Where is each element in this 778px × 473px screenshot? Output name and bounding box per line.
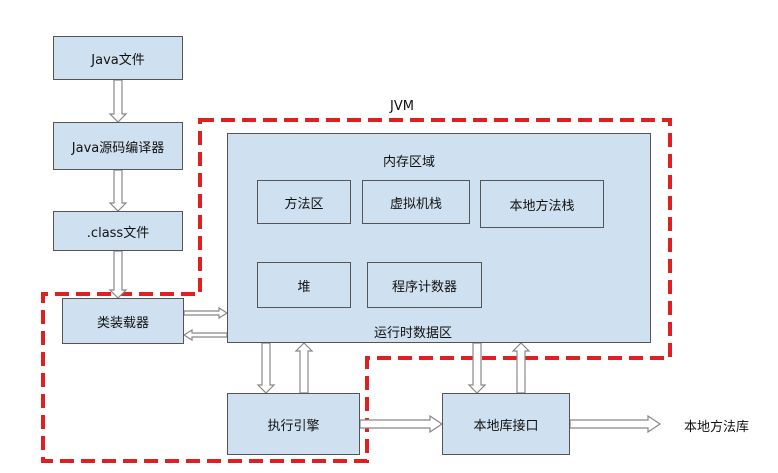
arrow-runtime-to-loader — [182, 328, 228, 342]
native-interface-box: 本地库接口 — [442, 393, 570, 455]
arrow-compiler-to-class — [108, 169, 128, 212]
runtime-data-area-label: 运行时数据区 — [374, 326, 453, 341]
class-loader-box: 类装载器 — [62, 298, 184, 344]
jvm-boundary — [41, 118, 672, 463]
arrow-native-interface-to-runtime — [511, 342, 531, 394]
method-area-box: 方法区 — [257, 180, 351, 224]
java-compiler-box: Java源码编译器 — [53, 122, 183, 170]
arrow-engine-to-native-interface — [359, 414, 444, 434]
arrow-class-to-loader — [108, 250, 128, 299]
runtime-data-area-box — [227, 133, 651, 343]
arrow-java-to-compiler — [108, 79, 128, 123]
native-library-label: 本地方法库 — [684, 420, 750, 435]
arrow-loader-to-runtime — [183, 306, 229, 320]
arrow-runtime-to-engine — [256, 342, 276, 394]
arrow-runtime-to-native-interface — [467, 342, 487, 394]
native-method-stack-box: 本地方法栈 — [480, 180, 604, 228]
execution-engine-box: 执行引擎 — [227, 393, 360, 455]
jvm-label: JVM — [390, 99, 414, 114]
java-file-box: Java文件 — [53, 36, 183, 80]
arrow-engine-to-runtime — [294, 342, 314, 394]
arrow-native-interface-to-library — [569, 414, 662, 434]
class-file-box: .class文件 — [53, 211, 183, 251]
program-counter-box: 程序计数器 — [367, 262, 482, 308]
vm-stack-box: 虚拟机栈 — [362, 180, 470, 224]
memory-area-title: 内存区域 — [383, 155, 436, 170]
heap-box: 堆 — [257, 262, 351, 308]
